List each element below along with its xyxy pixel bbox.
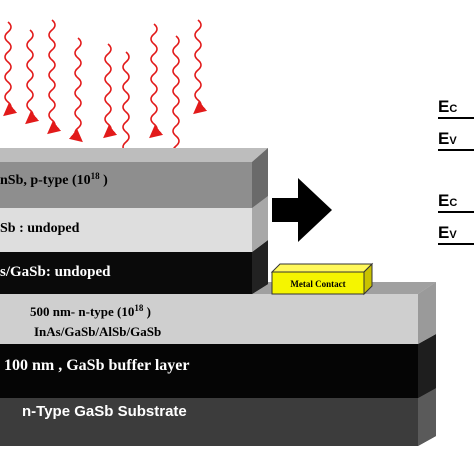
- buffer-layer: 100 nm , GaSb buffer layer: [0, 334, 436, 398]
- lower-ec-label: EC: [438, 191, 457, 210]
- top-layer-label: nSb, p-type (1018 ): [0, 171, 108, 188]
- undoped-label: Sb : undoped: [0, 221, 80, 236]
- light-wave-arrow-icon: [149, 23, 164, 139]
- incident-light-arrows: [3, 19, 208, 187]
- light-wave-arrow-icon: [166, 35, 181, 161]
- upper-ev-label: EV: [438, 129, 457, 148]
- light-wave-arrow-icon: [47, 19, 62, 135]
- ntype-label-line2: InAs/GaSb/AlSb/GaSb: [34, 324, 161, 339]
- upper-band-diagram: EC EV: [438, 97, 474, 151]
- upper-ec-label: EC: [438, 97, 457, 116]
- lower-ev-label: EV: [438, 223, 457, 242]
- superlattice-undoped-label: s/GaSb: undoped: [0, 264, 111, 280]
- light-wave-arrow-icon: [3, 21, 18, 117]
- light-wave-arrow-icon: [68, 37, 83, 143]
- superlattice-undoped-layer: s/GaSb: undoped: [0, 240, 268, 294]
- undoped-layer: Sb : undoped: [0, 196, 268, 252]
- substrate-label: n-Type GaSb Substrate: [22, 403, 187, 420]
- buffer-label: 100 nm , GaSb buffer layer: [4, 357, 189, 374]
- right-arrow-icon: [272, 178, 332, 242]
- light-wave-arrow-icon: [25, 29, 40, 125]
- substrate-layer: n-Type GaSb Substrate: [0, 388, 436, 446]
- top-ptype-layer: nSb, p-type (1018 ): [0, 148, 268, 208]
- light-wave-arrow-icon: [103, 43, 118, 139]
- light-wave-arrow-icon: [193, 19, 208, 115]
- ntype-label-line1: 500 nm- n-type (1018 ): [30, 303, 151, 319]
- lower-band-diagram: EC EV: [438, 191, 474, 245]
- metal-contact: Metal Contact: [270, 262, 374, 296]
- metal-contact-label: Metal Contact: [290, 279, 345, 289]
